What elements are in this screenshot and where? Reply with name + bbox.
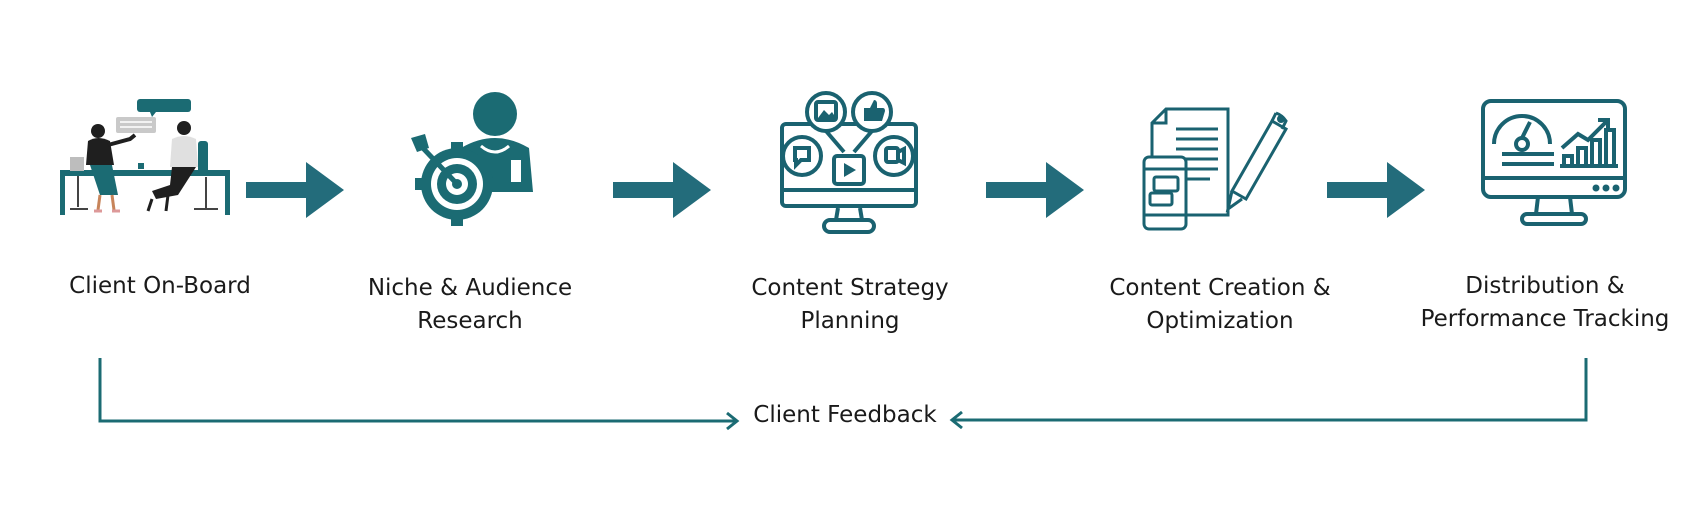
step-label-distribution-tracking: Distribution & Performance Tracking: [1400, 270, 1690, 336]
step-4-label-line-1: Content Creation &: [1109, 275, 1331, 301]
social-media-monitor-icon: [780, 91, 918, 234]
step-4-label-line-2: Optimization: [1146, 308, 1294, 334]
flow-arrow-2: [613, 162, 711, 218]
flow-arrow-3: [986, 162, 1084, 218]
analytics-dashboard-icon: [1481, 99, 1627, 226]
flow-arrow-4: [1327, 162, 1425, 218]
step-5-label-line-2: Performance Tracking: [1420, 306, 1670, 332]
step-3-label-line-2: Planning: [800, 308, 900, 334]
flow-arrow-1: [246, 162, 344, 218]
step-2-label-line-1: Niche & Audience: [367, 275, 573, 301]
step-5-label-line-1: Distribution &: [1465, 273, 1625, 299]
step-label-niche-research: Niche & Audience Research: [340, 272, 600, 338]
step-label-content-creation: Content Creation & Optimization: [1080, 272, 1360, 338]
step-3-label-line-1: Content Strategy: [751, 275, 949, 301]
step-2-label-line-2: Research: [417, 308, 523, 334]
step-label-client-onboard: Client On-Board: [40, 270, 280, 303]
meeting-people-icon: [60, 99, 230, 215]
step-label-content-strategy: Content Strategy Planning: [720, 272, 980, 338]
step-1-label-line-1: Client On-Board: [69, 273, 251, 299]
client-feedback-label: Client Feedback: [753, 402, 937, 428]
document-pen-phone-icon: [1142, 107, 1289, 231]
target-audience-icon: [411, 92, 533, 226]
